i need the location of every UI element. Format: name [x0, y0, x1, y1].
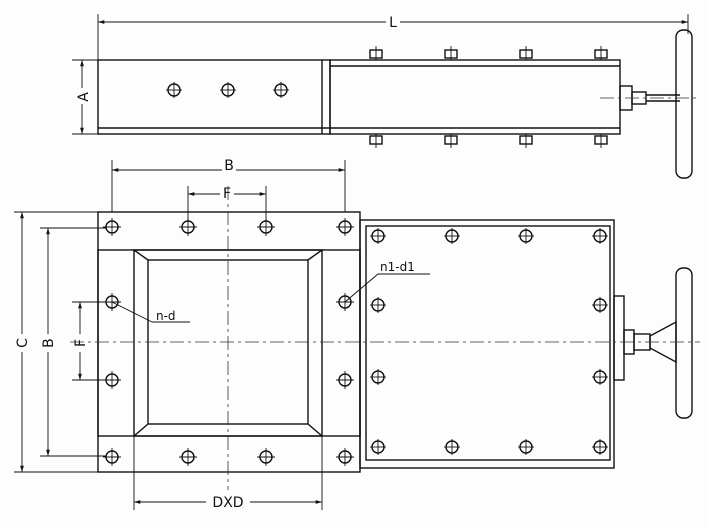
label-n-d: n-d [156, 309, 176, 323]
dimension-A: A [72, 59, 100, 135]
leader-n1-d1: n1-d1 [344, 260, 430, 303]
dimension-C: C [14, 211, 98, 473]
dimension-L: L [97, 12, 689, 60]
label-L: L [389, 15, 397, 31]
label-A: A [76, 92, 92, 102]
dimension-B-top: B [111, 156, 346, 212]
label-B-side: B [41, 338, 57, 348]
handwheel-icon [600, 29, 700, 179]
bonnet-bolts-top-view [369, 46, 608, 148]
label-F-top: F [223, 186, 231, 202]
label-B-top: B [224, 158, 234, 174]
label-n1-d1: n1-d1 [380, 260, 415, 274]
flange-holes [103, 218, 354, 466]
handwheel-icon [613, 267, 693, 419]
dimension-DxD: DXD [133, 436, 323, 511]
leader-n-d: n-d [111, 301, 190, 323]
label-DxD: DXD [212, 495, 243, 511]
dimension-F-side: F [72, 301, 110, 381]
dimension-F-top: F [187, 184, 267, 224]
top-view: L A [72, 12, 700, 179]
bonnet-front-view [359, 219, 615, 469]
dimension-B-side: B [40, 227, 110, 457]
top-holes [166, 82, 289, 98]
front-view: B F C B [14, 156, 700, 511]
bonnet-bolts-front-view [370, 228, 608, 455]
label-F-side: F [73, 339, 89, 347]
bonnet-top-view [329, 59, 621, 135]
label-C: C [15, 338, 31, 348]
flange-top-view [97, 59, 331, 135]
